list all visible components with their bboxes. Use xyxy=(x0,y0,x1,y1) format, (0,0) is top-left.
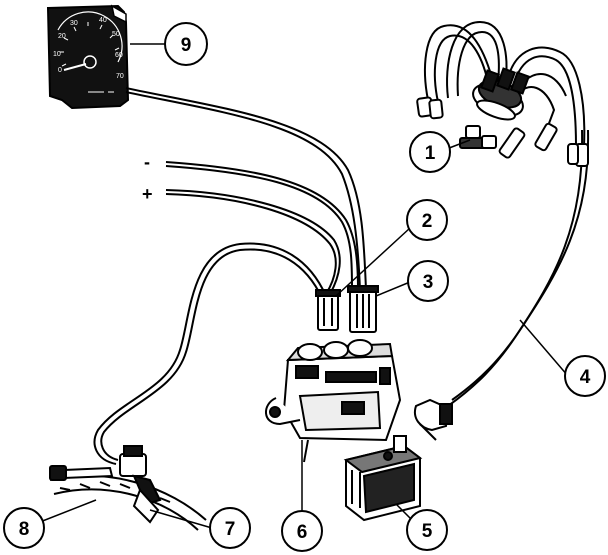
gauge-label-40: 40 xyxy=(99,17,107,24)
gauge-needle-hub xyxy=(83,55,97,69)
ignition-coil xyxy=(343,435,423,522)
callout-8: 8 xyxy=(3,507,45,549)
callout-7: 7 xyxy=(209,507,251,549)
gauge-label-50: 50 xyxy=(112,31,120,38)
svg-text:5: 5 xyxy=(422,521,433,542)
svg-text:3: 3 xyxy=(423,272,434,293)
svg-text:9: 9 xyxy=(181,35,192,56)
ignition-module xyxy=(265,339,402,463)
gauge-label-10: 10 xyxy=(53,51,61,58)
svg-text:8: 8 xyxy=(19,519,30,540)
small-fitting xyxy=(459,125,497,149)
callout-3: 3 xyxy=(407,260,449,302)
callout-1: 1 xyxy=(409,131,451,173)
distributor-cap xyxy=(472,67,530,121)
gauge-label-70: 70 xyxy=(116,73,124,80)
callout-4: 4 xyxy=(564,355,606,397)
svg-text:1: 1 xyxy=(425,143,436,164)
svg-text:4: 4 xyxy=(580,367,591,388)
callout-6: 6 xyxy=(281,510,323,552)
gauge-label-60: 60 xyxy=(115,52,123,59)
gauge-ticks xyxy=(60,22,120,67)
sensor-connector xyxy=(414,398,453,441)
callout-2: 2 xyxy=(406,199,448,241)
gauge-label-30: 30 xyxy=(70,20,78,27)
callout-5: 5 xyxy=(406,509,448,551)
wiring xyxy=(93,87,590,465)
spark-plug-boots xyxy=(416,96,589,167)
svg-text:2: 2 xyxy=(422,211,433,232)
crank-sensor-assembly xyxy=(49,445,207,531)
spark-plug-wires xyxy=(424,20,586,147)
negative-polarity-mark: - xyxy=(144,152,150,172)
gauge-label-0: 0 xyxy=(58,67,62,74)
svg-text:6: 6 xyxy=(297,522,308,543)
positive-polarity-mark: + xyxy=(142,184,153,204)
gauge-label-20: 20 xyxy=(58,33,66,40)
gauge-needle xyxy=(63,63,87,71)
harness-connectors xyxy=(315,285,379,333)
tachometer-gauge: 0 10 20 30 40 50 60 70 xyxy=(46,4,130,110)
svg-text:7: 7 xyxy=(225,519,236,540)
leader-lines xyxy=(39,43,569,529)
callout-9: 9 xyxy=(164,22,208,66)
